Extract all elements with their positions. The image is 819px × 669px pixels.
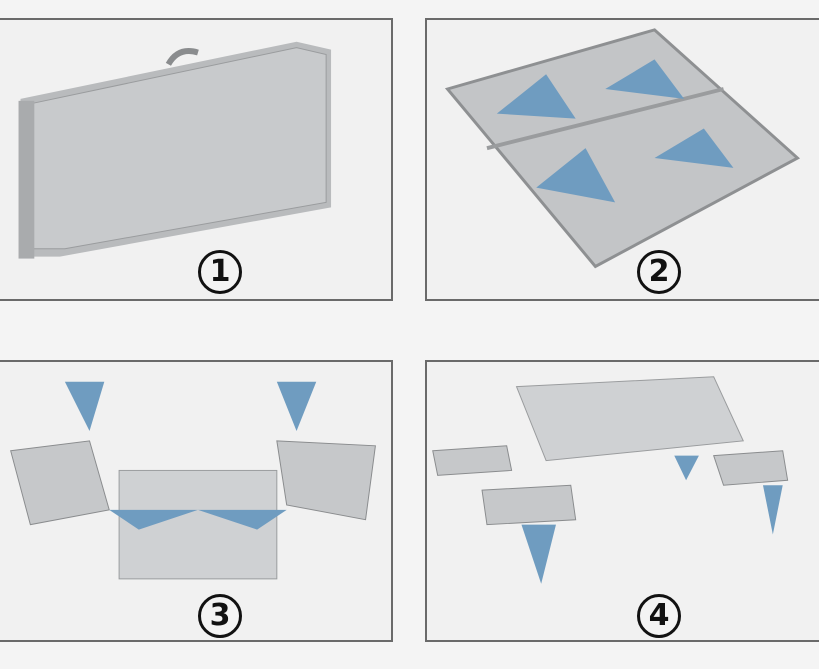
step-1-panel: 1	[0, 18, 393, 301]
assembled-table-image	[432, 376, 789, 584]
step-4-panel: 4	[425, 360, 819, 642]
step-number-badge: 2	[637, 250, 681, 294]
step-2-panel: 2	[425, 18, 819, 301]
open-case-image	[444, 28, 801, 269]
unfolding-table-image	[10, 381, 376, 580]
folded-case-image	[18, 41, 332, 259]
step-number-badge: 1	[198, 250, 242, 294]
step-number-badge: 4	[637, 594, 681, 638]
step-number-badge: 3	[198, 594, 242, 638]
step-3-panel: 3	[0, 360, 393, 642]
